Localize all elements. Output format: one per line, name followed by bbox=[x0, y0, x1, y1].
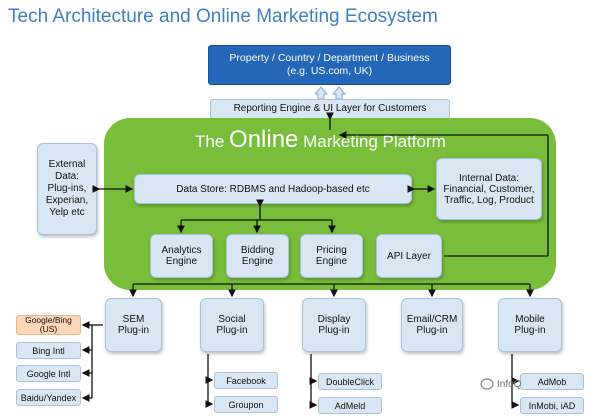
social-child-facebook: Facebook bbox=[214, 372, 278, 389]
mobile-plugin-box: Mobile Plug-in bbox=[498, 298, 562, 352]
bidding-engine-box: Bidding Engine bbox=[226, 234, 289, 278]
data-store-box: Data Store: RDBMS and Hadoop-based etc bbox=[134, 174, 412, 204]
mobile-child-admob: AdMob bbox=[520, 373, 584, 390]
analytics-engine-box: Analytics Engine bbox=[150, 234, 213, 278]
sem-child-bing-intl: Bing Intl bbox=[16, 342, 81, 359]
social-child-groupon: Groupon bbox=[214, 396, 278, 413]
internal-data-box: Internal Data: Financial, Customer, Traf… bbox=[436, 158, 542, 220]
platform-title-big: Online bbox=[229, 126, 299, 153]
sem-child-google-intl: Google Intl bbox=[16, 365, 81, 382]
property-box: Property / Country / Department / Busine… bbox=[208, 45, 451, 85]
display-child-doubleclick: DoubleClick bbox=[318, 373, 382, 390]
platform-title-pre: The bbox=[195, 132, 225, 151]
property-line2: (e.g. US.com, UK) bbox=[286, 65, 373, 77]
api-layer-box: API Layer bbox=[376, 234, 442, 278]
display-plugin-box: Display Plug-in bbox=[302, 298, 366, 352]
social-plugin-box: Social Plug-in bbox=[200, 298, 264, 352]
mobile-child-inmobi-iad: InMobi, iAD bbox=[520, 397, 584, 414]
diagram-title: Tech Architecture and Online Marketing E… bbox=[8, 6, 438, 27]
property-line1: Property / Country / Department / Busine… bbox=[229, 52, 430, 64]
watermark: InfoQ bbox=[480, 374, 540, 394]
watermark-text: InfoQ bbox=[497, 378, 522, 390]
pricing-engine-box: Pricing Engine bbox=[300, 234, 363, 278]
sem-plugin-box: SEM Plug-in bbox=[105, 298, 162, 352]
display-child-admeld: AdMeld bbox=[318, 397, 382, 414]
chat-bubble-icon bbox=[480, 378, 494, 390]
sem-child-baidu-yandex: Baidu/Yandex bbox=[16, 389, 81, 406]
sem-child-google-bing-us: Google/Bing (US) bbox=[16, 315, 81, 335]
email-plugin-box: Email/CRM Plug-in bbox=[401, 298, 463, 352]
external-data-box: External Data: Plug-ins, Experian, Yelp … bbox=[37, 143, 97, 235]
